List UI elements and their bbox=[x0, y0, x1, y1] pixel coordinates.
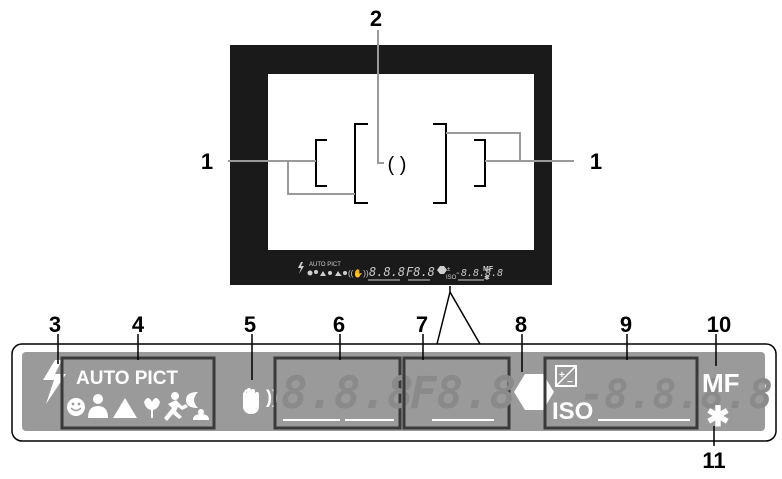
shutter-speed-digits: 8.8.8 bbox=[281, 368, 413, 419]
callout-2: 2 bbox=[370, 6, 382, 31]
callout-numbers: 1 1 2 3 4 5 6 7 8 9 10 11 bbox=[49, 6, 731, 473]
mini-ev: -8.8.8.8 bbox=[455, 268, 503, 279]
mini-iso: ISO bbox=[446, 275, 457, 281]
mini-hexagon-icon bbox=[437, 266, 447, 274]
callout-1-left: 1 bbox=[201, 149, 213, 174]
lcd-panel: AUTO PICT bbox=[11, 343, 777, 442]
aperture-box bbox=[402, 356, 511, 430]
callout-3: 3 bbox=[49, 312, 61, 337]
lcd-panel-background bbox=[22, 352, 765, 431]
af-point-left-bracket bbox=[315, 139, 327, 187]
mini-aperture: F8.8 bbox=[406, 265, 435, 279]
callout-8: 8 bbox=[515, 312, 527, 337]
shake-reduction-hand-icon: (( )) bbox=[242, 387, 278, 414]
mini-scene-icons bbox=[307, 270, 347, 276]
callout-lines bbox=[57, 334, 717, 446]
callout-11: 11 bbox=[702, 448, 725, 473]
viewfinder-lcd-strip: AUTO PICT ((✋)) 8.8.8 F8.8 ± ISO -8.8.8.… bbox=[298, 262, 503, 282]
aperture-digits: F8.8 bbox=[410, 368, 516, 419]
af-point-right-bracket bbox=[474, 139, 486, 187]
portrait-icon bbox=[88, 394, 108, 418]
ev-digits: -8.8.8.8 bbox=[580, 372, 773, 418]
callout-4: 4 bbox=[132, 312, 145, 337]
callout-1-right: 1 bbox=[590, 149, 602, 174]
iso-ev-box bbox=[543, 356, 699, 430]
callout-5: 5 bbox=[244, 312, 256, 337]
af-frame bbox=[315, 123, 486, 204]
mini-shutter: 8.8.8 bbox=[369, 265, 405, 279]
mini-mf: MF bbox=[483, 266, 494, 273]
zoom-connector bbox=[436, 286, 481, 345]
mini-pm-icon: ± bbox=[447, 267, 451, 273]
af-frame-left-bracket bbox=[354, 123, 368, 204]
auto-pict-label: AUTO PICT bbox=[76, 368, 178, 389]
sport-running-icon bbox=[164, 392, 188, 421]
viewfinder: ( ) AUTO PICT ((✋)) 8.8.8 F8.8 ± ISO -8.… bbox=[228, 30, 574, 345]
landscape-icon bbox=[113, 398, 137, 418]
mini-flash-icon bbox=[298, 262, 304, 274]
scene-icons bbox=[67, 392, 209, 421]
asterisk-icon: ✱ bbox=[706, 401, 729, 432]
callout-6: 6 bbox=[333, 312, 345, 337]
mf-label: MF bbox=[702, 368, 740, 398]
callout-10: 10 bbox=[707, 312, 731, 337]
center-af-circle: ( ) bbox=[388, 154, 407, 176]
mini-star: ✱ bbox=[484, 274, 490, 282]
shutter-speed-box bbox=[273, 356, 402, 430]
svg-text:−: − bbox=[567, 377, 573, 388]
af-frame-right-bracket bbox=[433, 123, 447, 204]
macro-flower-icon bbox=[144, 398, 160, 418]
flash-icon bbox=[43, 360, 66, 404]
mini-auto-pict: AUTO PICT bbox=[309, 262, 341, 268]
mini-shake-icon: ((✋)) bbox=[348, 268, 369, 278]
iso-label: ISO bbox=[552, 398, 593, 425]
smile-icon bbox=[67, 398, 85, 416]
leader-lines-inner bbox=[228, 30, 574, 195]
callout-9: 9 bbox=[620, 312, 632, 337]
svg-text:+: + bbox=[559, 370, 565, 381]
plus-minus-icon: + − bbox=[555, 365, 577, 388]
night-scene-icon bbox=[186, 392, 209, 420]
callout-7: 7 bbox=[416, 312, 428, 337]
